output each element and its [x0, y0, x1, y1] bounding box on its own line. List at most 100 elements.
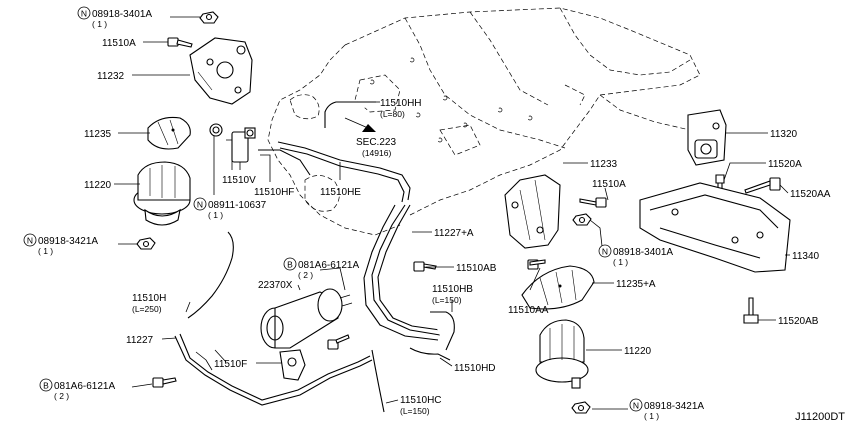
label-bracket-11232: 11232: [97, 71, 125, 82]
bolt-11510a-top: [167, 37, 193, 48]
label-sub: (L=150): [400, 406, 430, 416]
label-qty: ( 2 ): [298, 270, 313, 280]
label-tube-11227: 11227: [126, 335, 154, 346]
diagram-code: J11200DT: [795, 411, 845, 423]
label-text: 11510HH: [380, 98, 422, 109]
label-text: 08918-3421A: [644, 401, 704, 412]
canister-22370x: [260, 288, 353, 349]
heat-shield-11235: [147, 116, 191, 150]
label-qty: ( 1 ): [208, 210, 223, 220]
tube-11227: [174, 333, 373, 406]
label-hose-11510h: 11510H (L=250): [132, 293, 166, 314]
label-qty: ( 1 ): [613, 257, 628, 267]
leader-lines: [114, 16, 790, 410]
label-bolt-081a6-6121a-mid: B 081A6-6121A ( 2 ): [283, 257, 359, 280]
label-qty: ( 1 ): [644, 411, 659, 421]
label-crossmember-11340: 11340: [792, 251, 820, 262]
label-text: 08918-3421A: [38, 236, 98, 247]
label-sec223: SEC.223 (14916): [356, 137, 396, 158]
engine-mount-11220-left: [133, 161, 191, 226]
label-bolt-11520ab: 11520AB: [778, 316, 819, 327]
label-bolt-11510a-top: 11510A: [102, 38, 136, 49]
bolt-11510a-right: [579, 197, 607, 208]
label-text: 08918-3401A: [92, 9, 152, 20]
vacuum-valve-11510v: [226, 127, 256, 170]
hose-11510hh: [324, 101, 376, 128]
label-qty: ( 2 ): [54, 391, 69, 401]
label-hose-11510hb: 11510HB (L=150): [432, 284, 473, 305]
label-prefix: N: [602, 247, 608, 257]
label-text: SEC.223: [356, 137, 396, 148]
label-hose-11510hh: 11510HH (L=80): [380, 98, 422, 119]
label-heat-shield-11235: 11235: [84, 129, 112, 140]
sec223-arrow: [344, 117, 376, 132]
label-nut-08918-3401a-right: N 08918-3401A ( 1 ): [598, 244, 673, 267]
label-qty: ( 1 ): [92, 19, 107, 29]
bracket-11232: [189, 37, 253, 105]
engine-mount-11220-right: [535, 319, 589, 389]
nut-08918-3401a-top: [199, 11, 219, 24]
label-text: 081A6-6121A: [54, 381, 115, 392]
label-prefix: N: [81, 9, 87, 19]
label-sub: (14916): [362, 148, 391, 158]
label-prefix: B: [43, 381, 49, 391]
label-prefix: N: [27, 236, 33, 246]
hose-11510hd: [409, 347, 451, 361]
label-hose-11510hd: 11510HD: [454, 363, 496, 374]
nut-08918-3401a-right: [572, 213, 592, 226]
bolt-11520aa: [744, 177, 781, 194]
label-tube-11227a: 11227+A: [434, 228, 474, 239]
label-prefix: B: [287, 260, 293, 270]
label-text: 08918-3401A: [613, 247, 673, 258]
label-text: 081A6-6121A: [298, 260, 359, 271]
tube-11510he: [277, 141, 411, 203]
label-text: 11510HB: [432, 284, 473, 295]
bolt-11510aa: [527, 259, 546, 270]
label-heat-shield-11235a: 11235+A: [616, 279, 656, 290]
label-plug-08911-10637: N 08911-10637 ( 1 ): [193, 197, 267, 220]
label-qty: ( 1 ): [38, 246, 53, 256]
label-nut-08918-3421a-left: N 08918-3421A ( 1 ): [23, 233, 98, 256]
label-bracket-11510f: 11510F: [214, 359, 247, 370]
label-engine-mount-11220-left: 11220: [84, 180, 112, 191]
label-nut-08918-3421a-bottom: N 08918-3421A ( 1 ): [629, 398, 704, 421]
label-bolt-11510a-right: 11510A: [592, 179, 626, 190]
label-tube-11510he: 11510HE: [320, 187, 361, 198]
label-tube-11510hf: 11510HF: [254, 187, 294, 198]
label-bolt-11510ab: 11510AB: [456, 263, 497, 274]
label-nut-08918-3401a-top: N 08918-3401A ( 1 ): [77, 6, 152, 29]
label-text: 11510HC: [400, 395, 442, 406]
label-sub: (L=150): [432, 295, 462, 305]
label-text: 11510H: [132, 293, 166, 304]
label-bolt-11520a: 11520A: [768, 159, 802, 170]
label-hose-11510hc: 11510HC (L=150): [400, 395, 442, 416]
bolt-081a6-6121a-bottom: [152, 377, 177, 388]
label-prefix: N: [197, 200, 203, 210]
label-text: 08911-10637: [208, 200, 267, 211]
crossmember-11340: [639, 182, 791, 273]
insulator-11320: [687, 109, 727, 166]
label-sub: (L=80): [380, 109, 405, 119]
label-bracket-11233: 11233: [590, 159, 618, 170]
nut-08918-3421a-left: [136, 237, 156, 250]
tube-11510hf: [258, 149, 311, 176]
label-engine-mount-11220-right: 11220: [624, 346, 652, 357]
bolt-081a6-6121a-mid: [327, 334, 350, 350]
label-bolt-081a6-6121a-bottom: B 081A6-6121A ( 2 ): [39, 378, 115, 401]
label-sub: (L=250): [132, 304, 162, 314]
tube-11227a: [363, 204, 441, 341]
label-canister-22370x: 22370X: [258, 280, 293, 291]
hose-11510hb: [430, 311, 455, 351]
bracket-11233: [504, 174, 561, 249]
label-bolt-11520aa: 11520AA: [790, 189, 831, 200]
heat-shield-11235a: [521, 265, 595, 310]
label-prefix: N: [633, 401, 639, 411]
label-bolt-11510aa: 11510AA: [508, 305, 549, 316]
hose-11510h: [187, 231, 234, 319]
bolt-11510ab: [413, 261, 437, 272]
washer-11510v-left: [209, 123, 223, 137]
bolt-11520ab: [743, 297, 759, 324]
bracket-11510f: [195, 349, 306, 381]
label-insulator-11320: 11320: [770, 129, 798, 140]
